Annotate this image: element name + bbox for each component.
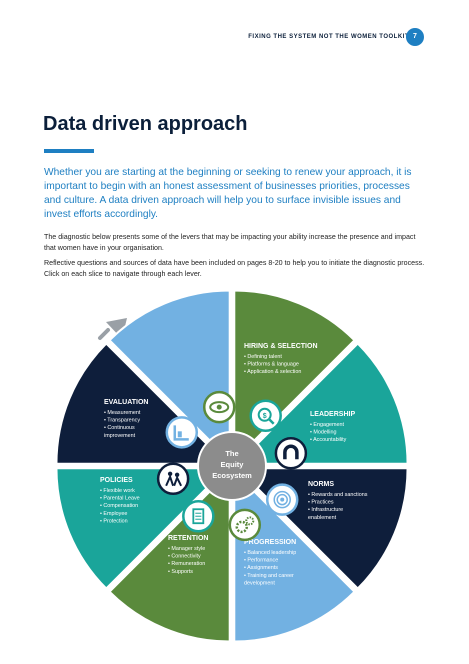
segment-title-evaluation: EVALUATION	[104, 399, 148, 406]
gears-icon	[228, 508, 262, 542]
segment-item: development	[244, 580, 275, 586]
segment-item: • Modelling	[310, 430, 336, 436]
segment-item: • Balanced leadership	[244, 550, 296, 556]
segment-hiring[interactable]: HIRING & SELECTION • Defining talent • Pla…	[235, 342, 409, 465]
segment-item: • Platforms & language	[244, 362, 299, 368]
svg-text:$: $	[263, 413, 267, 420]
body-paragraph-2: Reflective questions and sources of data…	[44, 259, 425, 278]
segment-item: • Connectivity	[168, 554, 201, 560]
segment-title-retention: RETENTION	[168, 535, 208, 542]
segment-title-leadership: LEADERSHIP	[310, 411, 355, 418]
segment-item: • Remuneration	[168, 561, 205, 567]
page-title: Data driven approach	[43, 113, 248, 135]
segment-item: • Engagement	[310, 422, 344, 428]
magnet-icon	[274, 436, 308, 470]
document-icon	[182, 499, 215, 533]
eye-icon	[202, 390, 236, 424]
segment-item: • Training and career	[244, 573, 294, 579]
segment-item: • Infrastructure	[308, 507, 343, 513]
segment-retention[interactable]: RETENTION• Manager style• Connectivity• …	[55, 467, 229, 590]
segment-item: • Rewards and sanctions	[308, 492, 368, 498]
segment-item: enablement	[308, 515, 337, 521]
center-line-3: Ecosystem	[212, 471, 252, 480]
body-paragraph-1: The diagnostic below presents some of th…	[44, 233, 416, 252]
segment-item: • Parental Leave	[100, 496, 140, 502]
center-hub: The Equity Ecosystem	[197, 431, 267, 501]
segment-title-hiring: HIRING & SELECTION	[244, 343, 318, 350]
segment-title-policies: POLICIES	[100, 477, 133, 484]
segment-item: • Continuous	[104, 425, 135, 431]
running-title: FIXING THE SYSTEM NOT THE WOMEN TOOLKIT	[248, 34, 409, 40]
dollar-search-icon: $	[249, 399, 282, 433]
segment-item: • Assignments	[244, 565, 278, 571]
segment-item: • Practices	[308, 500, 334, 506]
segment-evaluation[interactable]: EVALUATION • Measurement • Transparency• C…	[104, 289, 231, 463]
segment-norms[interactable]: NORMS• Rewards and sanctions• Practices•…	[233, 469, 368, 643]
segment-item: • Protection	[100, 518, 128, 524]
segment-item: • Manager style	[168, 546, 205, 552]
page-number-badge: 7	[406, 28, 424, 46]
center-line-2: Equity	[221, 460, 245, 469]
segment-item: • Flexible work	[100, 488, 135, 494]
title-underline	[44, 149, 94, 153]
segment-item: • Accountability	[310, 437, 347, 443]
segment-item: • Employee	[100, 511, 127, 517]
segment-title-norms: NORMS	[308, 481, 334, 488]
people-icon	[156, 462, 190, 496]
intro-paragraph: Whether you are starting at the beginnin…	[44, 167, 412, 220]
center-line-1: The	[225, 449, 238, 458]
segment-item: • Measurement	[104, 410, 141, 416]
segment-item: • Supports	[168, 569, 193, 575]
chart-icon	[165, 416, 199, 449]
target-icon	[265, 483, 299, 516]
segment-title-progression: PROGRESSION	[244, 539, 296, 546]
segment-item: • Application & selection	[244, 369, 301, 375]
segment-item: • Transparency	[104, 418, 140, 424]
segment-item: • Defining talent	[244, 354, 282, 360]
segment-item: • Compensation	[100, 503, 138, 509]
segment-item: • Performance	[244, 558, 278, 564]
segment-item: improvement	[104, 433, 136, 439]
